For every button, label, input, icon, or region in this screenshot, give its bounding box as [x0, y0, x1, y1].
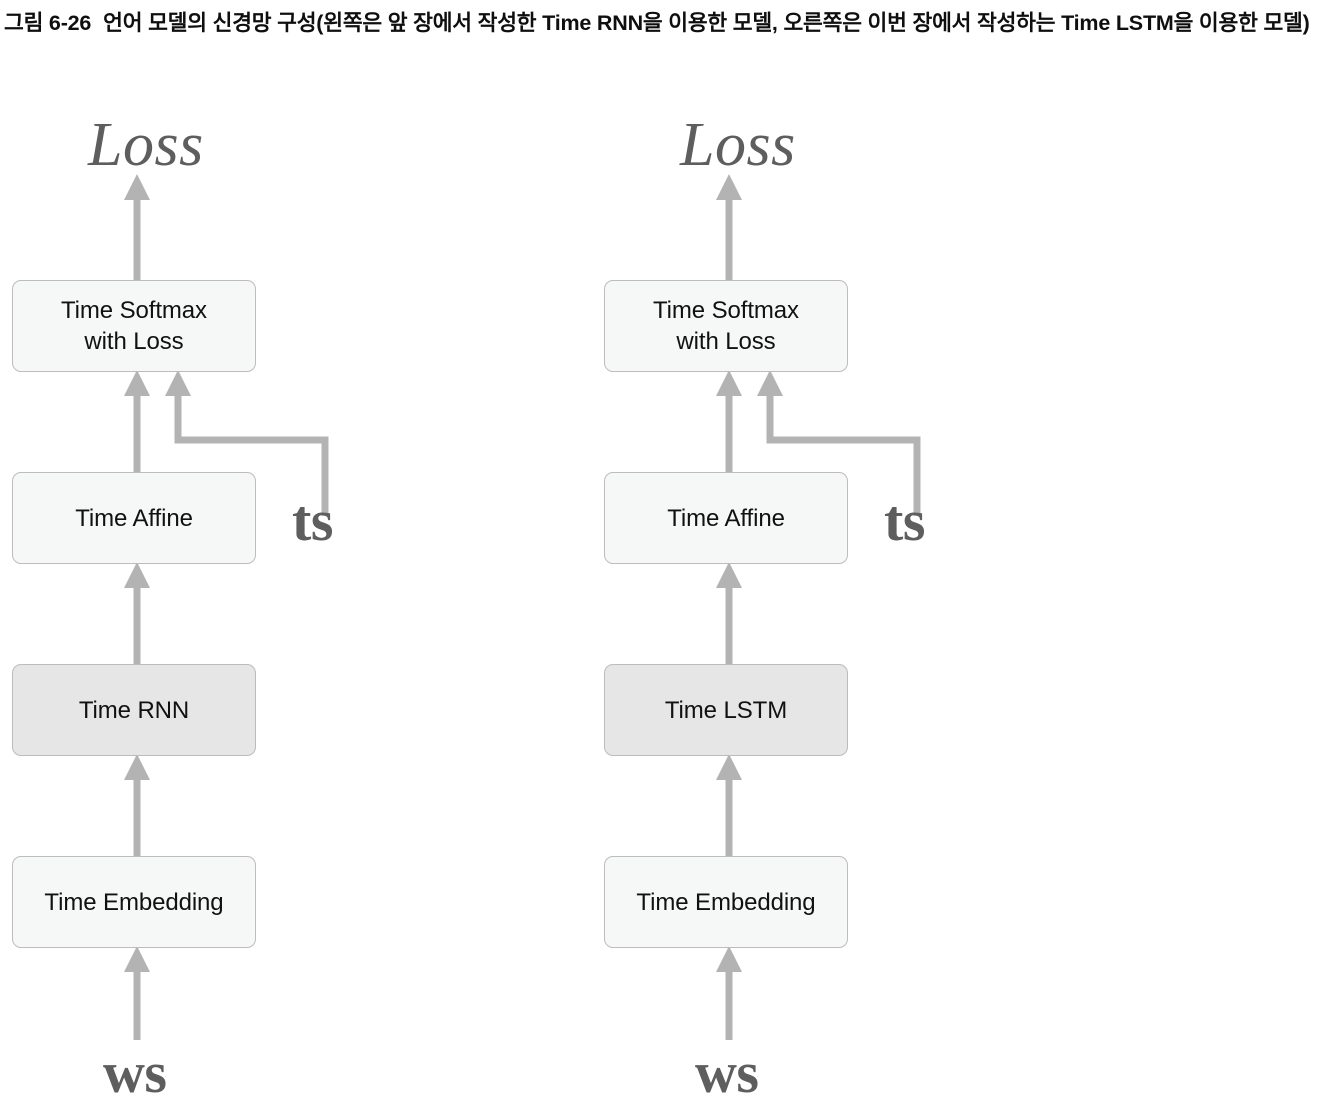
connector-layer: [124, 174, 921, 1040]
figure-caption-text: 언어 모델의 신경망 구성(왼쪽은 앞 장에서 작성한 Time RNN을 이용…: [103, 11, 1310, 35]
figure-number: 그림 6-26: [4, 11, 92, 35]
label-line-2: with Loss: [676, 328, 776, 355]
right-node-time-affine[interactable]: Time Affine: [604, 472, 848, 564]
arrow-right-ws-to-embedding: [716, 946, 742, 1040]
arrow-left-embedding-to-rnn: [124, 754, 150, 856]
right-node-label-affine: Time Affine: [667, 504, 785, 532]
right-node-time-lstm[interactable]: Time LSTM: [604, 664, 848, 756]
left-node-time-softmax-with-loss[interactable]: Time Softmax with Loss: [12, 280, 256, 372]
right-node-label-softmax: Time Softmax with Loss: [653, 295, 799, 357]
arrow-left-rnn-to-affine: [124, 562, 150, 664]
right-node-label-lstm: Time LSTM: [664, 696, 788, 724]
label-line-2: with Loss: [84, 328, 184, 355]
left-node-time-rnn[interactable]: Time RNN: [12, 664, 256, 756]
figure-caption: 그림 6-26 언어 모델의 신경망 구성(왼쪽은 앞 장에서 작성한 Time …: [4, 2, 1334, 44]
left-node-label-affine: Time Affine: [75, 504, 193, 532]
left-label-ws: ws: [103, 1040, 167, 1105]
left-label-loss: Loss: [88, 111, 204, 179]
network-diagram: Time Softmax with Loss Time Affine Time …: [0, 96, 1338, 1112]
right-label-ws: ws: [695, 1040, 759, 1105]
arrow-right-ts-to-softmax: [757, 370, 921, 516]
left-node-time-affine[interactable]: Time Affine: [12, 472, 256, 564]
arrow-right-lstm-to-affine: [716, 562, 742, 664]
arrow-left-ws-to-embedding: [124, 946, 150, 1040]
arrow-left-ts-to-softmax: [165, 370, 329, 516]
label-line-1: Time Softmax: [61, 297, 207, 324]
arrow-left-affine-to-softmax: [124, 370, 150, 472]
left-node-label-rnn: Time RNN: [78, 696, 190, 724]
label-line-1: Time Softmax: [653, 297, 799, 324]
left-node-label-softmax: Time Softmax with Loss: [61, 295, 207, 357]
arrow-right-softmax-to-loss: [716, 174, 742, 280]
left-label-ts: ts: [292, 488, 333, 553]
left-node-time-embedding[interactable]: Time Embedding: [12, 856, 256, 948]
right-node-time-embedding[interactable]: Time Embedding: [604, 856, 848, 948]
arrow-left-softmax-to-loss: [124, 174, 150, 280]
right-node-time-softmax-with-loss[interactable]: Time Softmax with Loss: [604, 280, 848, 372]
arrow-right-embedding-to-lstm: [716, 754, 742, 856]
arrow-right-affine-to-softmax: [716, 370, 742, 472]
left-node-label-embedding: Time Embedding: [44, 888, 224, 916]
right-label-ts: ts: [884, 488, 925, 553]
right-label-loss: Loss: [680, 111, 796, 179]
right-node-label-embedding: Time Embedding: [636, 888, 816, 916]
